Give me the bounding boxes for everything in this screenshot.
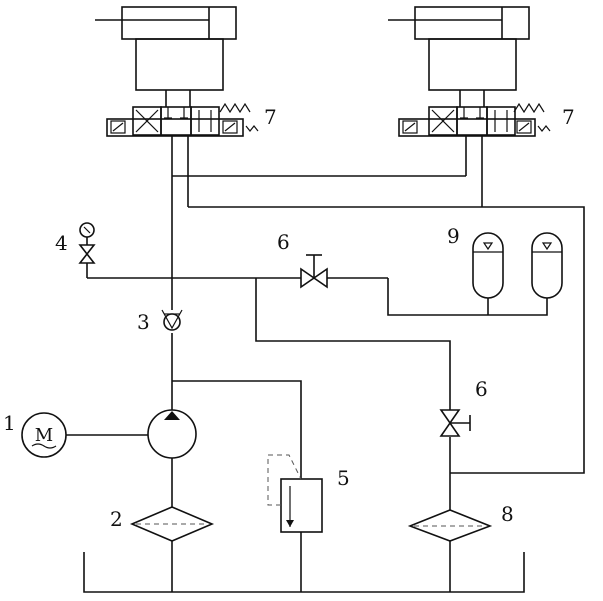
- label-directional-right: 7: [562, 105, 575, 129]
- accumulator-1: [472, 232, 504, 299]
- pressure-gauge: [78, 222, 96, 264]
- pump: [147, 409, 197, 459]
- label-gauge-valve: 4: [55, 231, 68, 255]
- check-valve: [161, 309, 183, 331]
- shutoff-valve-upper: [300, 254, 328, 289]
- return-filter: [407, 509, 493, 542]
- relief-line: [172, 380, 302, 479]
- label-accumulators: 9: [447, 224, 460, 248]
- return-header: [188, 206, 585, 474]
- shutoff-valve-lower: [439, 409, 471, 437]
- suction-filter: [129, 506, 215, 542]
- accumulator-2: [531, 232, 563, 299]
- label-relief-valve: 5: [337, 466, 350, 490]
- motor-symbol: M: [35, 425, 53, 446]
- directional-valve-left: [106, 102, 259, 137]
- label-shutoff-lower: 6: [475, 377, 488, 401]
- label-motor: 1: [3, 411, 16, 435]
- label-shutoff-upper: 6: [277, 230, 290, 254]
- relief-valve: [267, 454, 323, 533]
- motor: M: [21, 412, 148, 458]
- label-filter-suction: 2: [110, 507, 123, 531]
- bleed-line: [255, 278, 451, 410]
- label-directional-left: 7: [264, 105, 277, 129]
- label-check-valve: 3: [137, 310, 150, 334]
- directional-valve-right: [398, 102, 551, 137]
- label-filter-return: 8: [501, 502, 514, 526]
- tank: [83, 552, 525, 593]
- cylinder-left: [95, 6, 237, 107]
- cylinder-right: [388, 6, 530, 107]
